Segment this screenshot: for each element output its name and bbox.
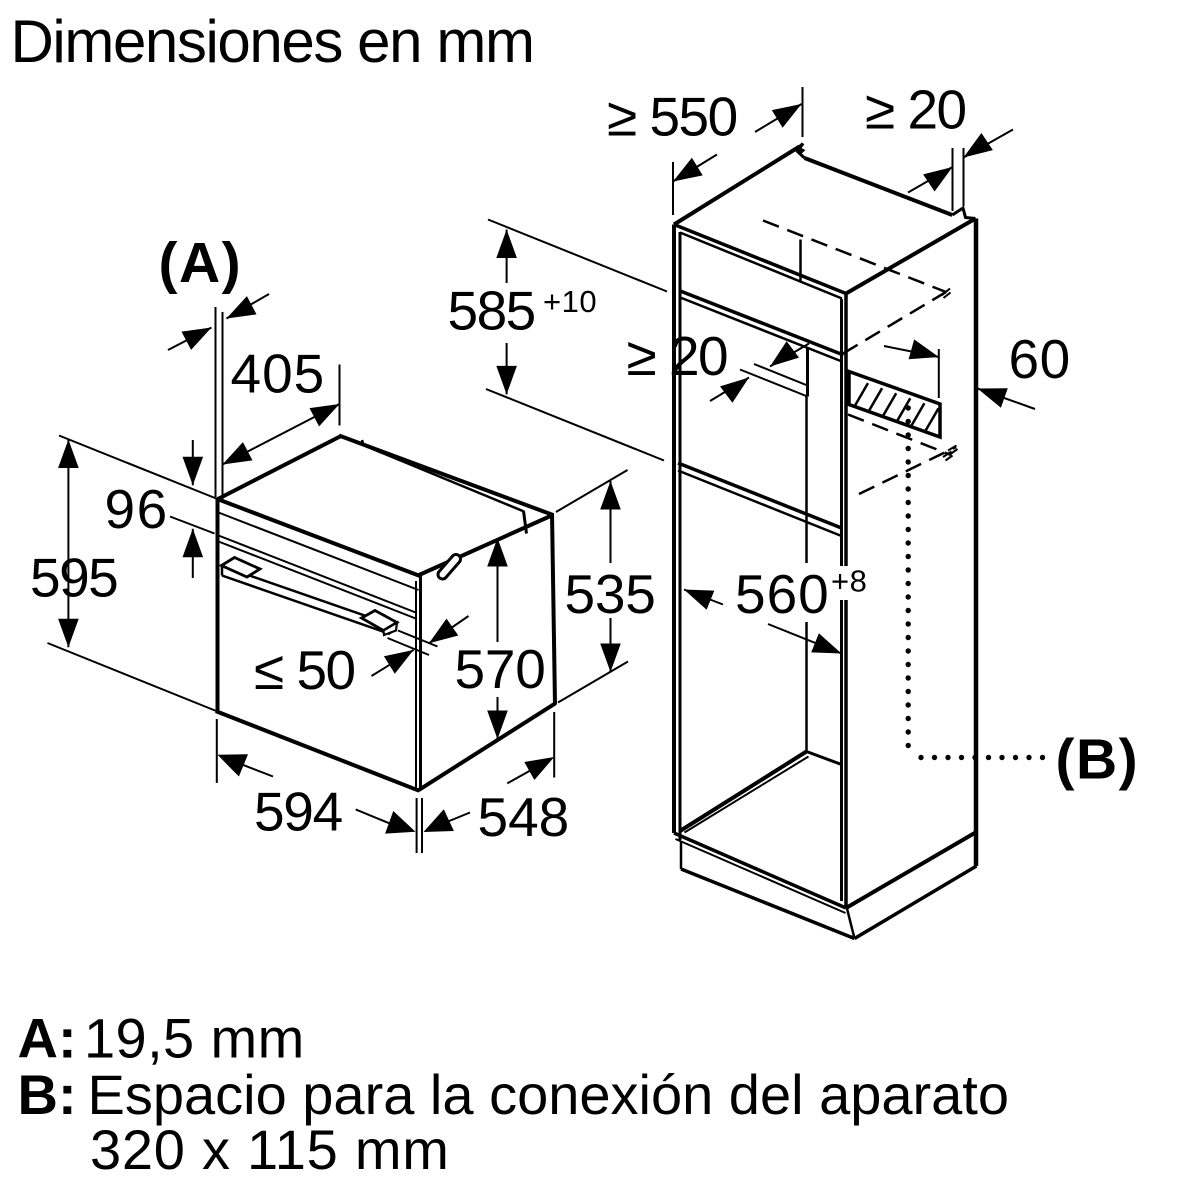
svg-text:60: 60 xyxy=(1009,328,1071,390)
svg-text:548: 548 xyxy=(478,786,570,848)
svg-text:(B): (B) xyxy=(1056,728,1140,792)
svg-text:≥ 20: ≥ 20 xyxy=(627,325,728,387)
svg-text:320 x 115 mm: 320 x 115 mm xyxy=(90,1118,450,1181)
svg-text:19,5 mm: 19,5 mm xyxy=(84,1007,305,1070)
svg-text:585: 585 xyxy=(448,279,535,341)
svg-text:Espacio para la conexión del a: Espacio para la conexión del aparato xyxy=(88,1063,1010,1126)
svg-text:570: 570 xyxy=(455,638,546,700)
svg-text:≥ 20: ≥ 20 xyxy=(865,79,966,141)
svg-text:595: 595 xyxy=(30,547,117,609)
svg-text:594: 594 xyxy=(254,781,342,843)
svg-text:405: 405 xyxy=(231,343,326,405)
svg-text:+8: +8 xyxy=(831,564,867,599)
svg-text:≥ 550: ≥ 550 xyxy=(607,86,737,148)
svg-text:A:: A: xyxy=(18,1007,77,1070)
svg-text:B:: B: xyxy=(18,1063,77,1126)
svg-text:≤ 50: ≤ 50 xyxy=(254,639,355,701)
svg-text:535: 535 xyxy=(565,563,656,625)
svg-text:560: 560 xyxy=(735,563,830,625)
svg-text:96: 96 xyxy=(105,478,169,540)
svg-text:+10: +10 xyxy=(543,284,597,319)
svg-text:(A): (A) xyxy=(159,231,243,295)
svg-text:Dimensiones en mm: Dimensiones en mm xyxy=(11,8,534,75)
